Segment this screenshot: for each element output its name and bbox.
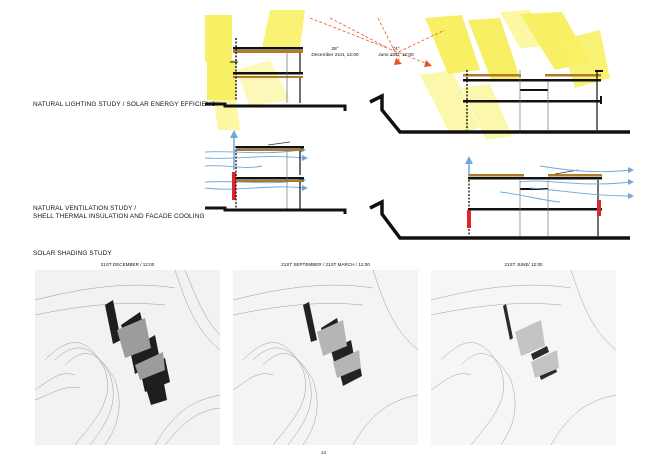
winter-sun-angle: 28°: [331, 47, 339, 52]
summer-sun-angle: 74°: [392, 47, 400, 52]
ventilation-study-label-line2: SHELL THERMAL INSULATION AND FACADE COOL…: [33, 213, 205, 220]
shading-caption-december: 21ST DECEMBER / 12:00: [100, 262, 155, 267]
shading-caption-equinox: 21ST SEPTEMBER / 21ST MARCH / 12:00: [281, 262, 370, 267]
shading-plan-december: [34, 269, 221, 446]
shading-plan-june: [430, 269, 617, 446]
lighting-study-label: NATURAL LIGHTING STUDY / SOLAR ENERGY EF…: [33, 101, 220, 108]
ventilation-study-label-line1: NATURAL VENTILATION STUDY /: [33, 205, 137, 212]
shading-study-label: SOLAR SHADING STUDY: [33, 250, 112, 257]
shading-plan-equinox: [232, 269, 419, 446]
lighting-section-diagram: [205, 10, 630, 140]
ventilation-section-diagram: [204, 130, 634, 240]
summer-sun-date: June 21st, 12:00: [378, 53, 414, 58]
winter-sun-date: December 21st, 12:00: [311, 53, 359, 58]
page-number: 14: [321, 450, 327, 455]
shading-caption-june: 21ST JUNE/ 12:00: [504, 262, 543, 267]
